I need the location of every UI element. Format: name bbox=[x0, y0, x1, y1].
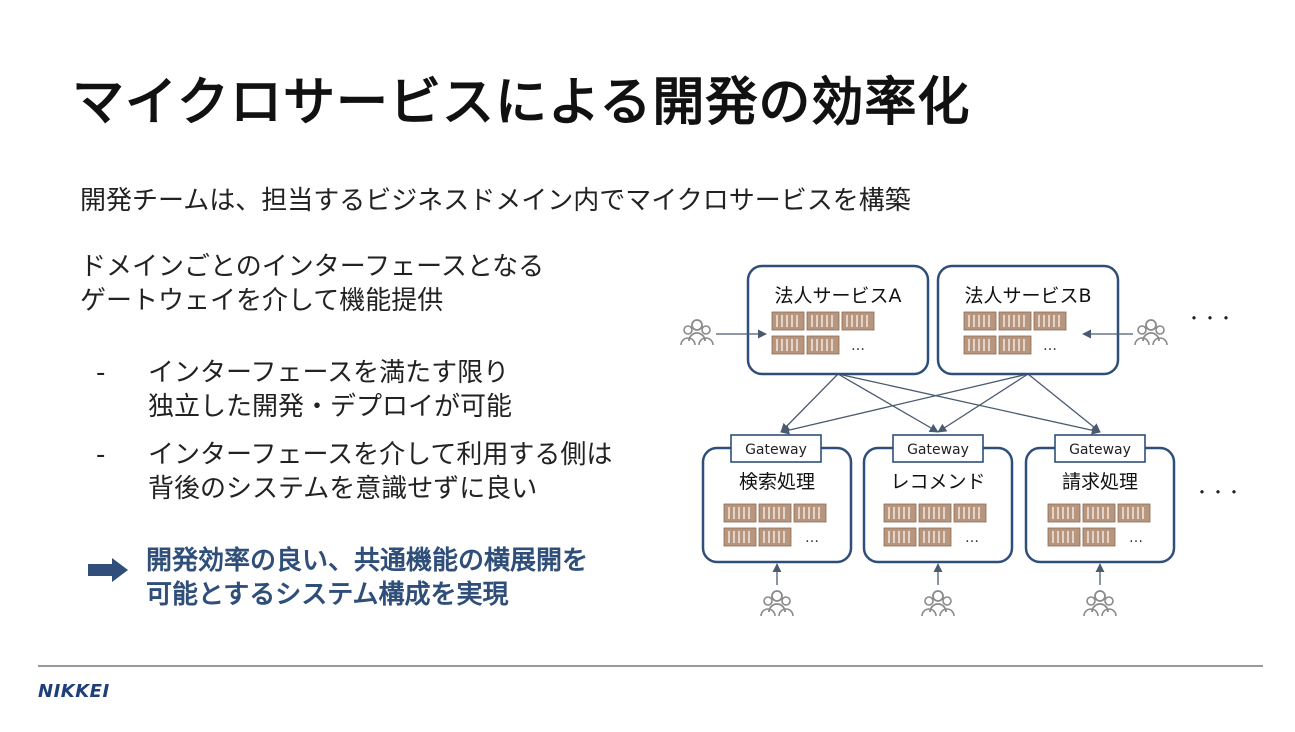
nikkei-logo: NIKKEI bbox=[38, 681, 110, 702]
page-title: マイクロサービスによる開発の効率化 bbox=[72, 73, 971, 133]
service-box: 法人サービスA … bbox=[746, 264, 930, 376]
service-connections bbox=[780, 373, 1101, 435]
domain-box: Gateway 請求処理 … bbox=[1024, 434, 1176, 564]
service-name: 法人サービスB bbox=[964, 285, 1091, 307]
domain-name: レコメンド bbox=[890, 471, 985, 493]
more-domains: ・・・ bbox=[1194, 483, 1242, 502]
bullet-line: 背後のシステムを意識せずに良い bbox=[148, 474, 538, 504]
more-containers: … bbox=[965, 530, 979, 546]
more-containers: … bbox=[851, 338, 865, 354]
gateway-label: Gateway bbox=[745, 442, 807, 458]
more-containers: … bbox=[1129, 530, 1143, 546]
description-line: ゲートウェイを介して機能提供 bbox=[80, 286, 444, 316]
domain-users bbox=[760, 563, 1117, 617]
conclusion-line: 開発効率の良い、共通機能の横展開を bbox=[146, 546, 589, 576]
bullet-line: 独立した開発・デプロイが可能 bbox=[148, 392, 513, 422]
more-containers: … bbox=[805, 530, 819, 546]
right-arrow-icon bbox=[88, 558, 128, 582]
service-box: 法人サービスB … bbox=[936, 264, 1120, 376]
domain-name: 検索処理 bbox=[739, 471, 815, 493]
description-line: ドメインごとのインターフェースとなる bbox=[80, 252, 545, 282]
service-name: 法人サービスA bbox=[775, 285, 902, 307]
footer-divider bbox=[38, 665, 1263, 667]
lead-text: 開発チームは、担当するビジネスドメイン内でマイクロサービスを構築 bbox=[80, 186, 911, 216]
domain-name: 請求処理 bbox=[1062, 471, 1138, 493]
gateway-label: Gateway bbox=[1069, 442, 1131, 458]
users-icon bbox=[921, 590, 955, 617]
description: ドメインごとのインターフェースとなる ゲートウェイを介して機能提供 bbox=[80, 250, 544, 318]
more-services: ・・・ bbox=[1186, 309, 1234, 328]
users-icon bbox=[680, 319, 714, 346]
bullet-dash: - bbox=[96, 440, 106, 470]
bullet-line: インターフェースを介して利用する側は bbox=[148, 440, 613, 470]
domain-box: Gateway 検索処理 … bbox=[701, 434, 853, 564]
gateway-label: Gateway bbox=[907, 442, 969, 458]
users-icon bbox=[760, 590, 794, 617]
domain-box: Gateway レコメンド … bbox=[862, 434, 1014, 564]
users-icon bbox=[1134, 319, 1168, 346]
bullet-line: インターフェースを満たす限り bbox=[148, 358, 510, 388]
more-containers: … bbox=[1043, 338, 1057, 354]
users-icon bbox=[1083, 590, 1117, 617]
conclusion-line: 可能とするシステム構成を実現 bbox=[146, 580, 509, 610]
bullet-dash: - bbox=[96, 358, 106, 388]
